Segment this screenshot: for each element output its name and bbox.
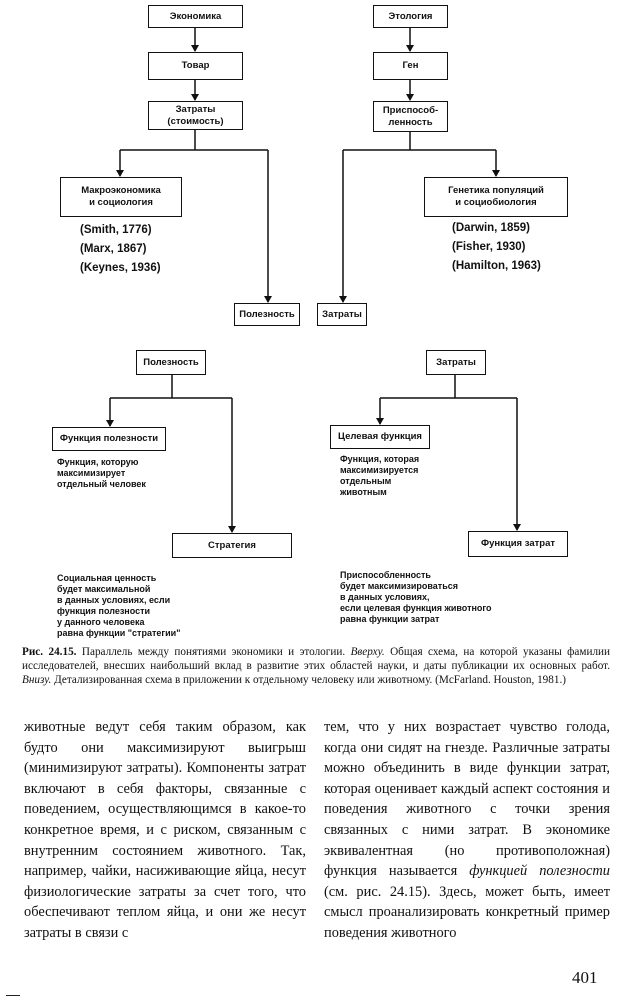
utility-box-bottom: Полезность [136, 350, 206, 375]
body-right-text-1: тем, что у них возрастает чувство голода… [324, 719, 610, 880]
diagram-connectors [106, 28, 521, 533]
caption-text-3: Детализированная схема в приложении к от… [51, 674, 566, 686]
footer-rule [6, 995, 20, 996]
genetics-box: Генетика популяций и социобиология [424, 177, 568, 217]
caption-text-1: Параллель между понятиями экономики и эт… [76, 646, 351, 658]
goal-function-box: Целевая функция [330, 425, 430, 449]
strategy-box: Стратегия [172, 533, 292, 558]
body-right-italic: функцией полезности [469, 863, 610, 880]
macroeconomics-box: Макроэкономика и социология [60, 177, 182, 217]
figure-label: Рис. 24.15. [22, 646, 77, 658]
caption-text-2: Общая схема, на которой указаны фамилии … [22, 646, 611, 672]
fitness-box: Приспособ- ленность [373, 101, 448, 132]
body-column-right: тем, что у них возрастает чувство голода… [324, 717, 610, 944]
utility-function-box: Функция полезности [52, 427, 166, 451]
cost-function-box: Функция затрат [468, 531, 568, 557]
body-right-text-2: (см. рис. 24.15). Здесь, может быть, име… [324, 883, 610, 941]
economics-references: (Smith, 1776) (Marx, 1867) (Keynes, 1936… [80, 224, 161, 274]
ethology-box: Этология [373, 5, 448, 28]
figure-caption: Рис. 24.15. Параллель между понятиями эк… [22, 645, 610, 687]
utility-function-note: Функция, которую максимизирует отдельный… [57, 457, 146, 489]
utility-box-top: Полезность [234, 303, 300, 326]
economics-box: Экономика [148, 5, 243, 28]
goal-function-note: Функция, которая максимизируется отдельн… [340, 454, 420, 497]
costs-box-top: Затраты [317, 303, 367, 326]
caption-top-word: Вверху. [350, 646, 385, 658]
ethology-references: (Darwin, 1859) (Fisher, 1930) (Hamilton,… [452, 222, 541, 272]
social-value-note: Социальная ценность будет максимальной в… [57, 573, 181, 638]
costs-box-bottom: Затраты [426, 350, 486, 375]
costs-value-box: Затраты (стоимость) [148, 101, 243, 130]
goods-box: Товар [148, 52, 243, 80]
caption-bottom-word: Внизу. [22, 674, 52, 686]
gene-box: Ген [373, 52, 448, 80]
body-column-left: животные ведут себя таким образом, как б… [24, 719, 306, 941]
fitness-note: Приспособленность будет максимизироватьс… [340, 570, 492, 624]
page-number: 401 [572, 968, 598, 987]
